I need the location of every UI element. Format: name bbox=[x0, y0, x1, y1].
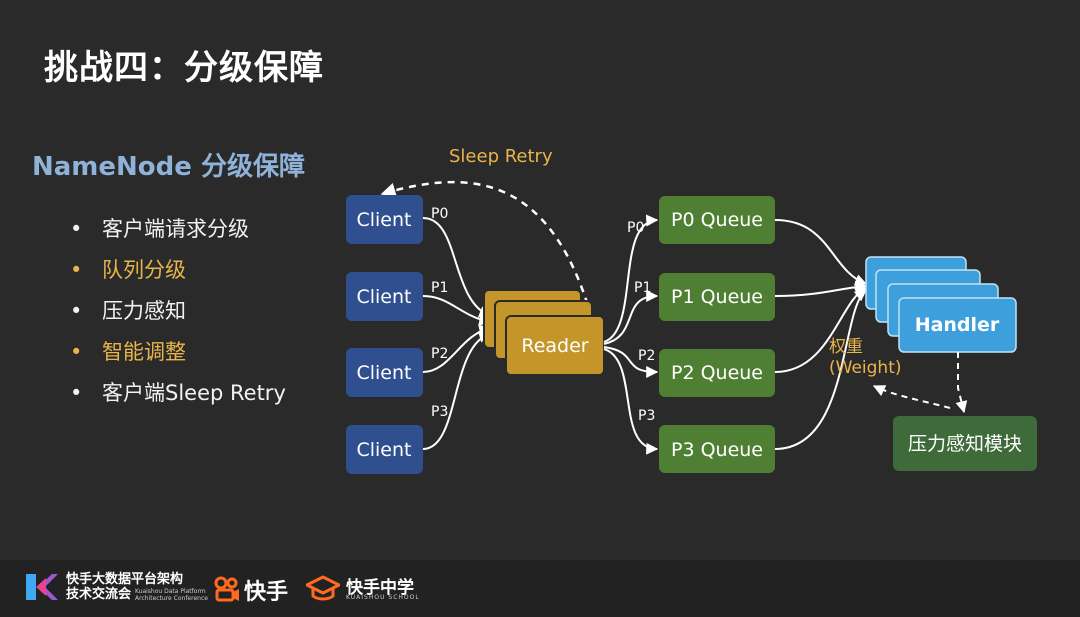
bullet-item: 客户端Sleep Retry bbox=[70, 378, 286, 419]
section-subtitle: NameNode 分级保障 bbox=[32, 152, 305, 182]
pressure-module-node: 压力感知模块 bbox=[893, 416, 1037, 471]
sleep-retry-arrow bbox=[380, 180, 600, 343]
reader-to-queue-arrow bbox=[603, 290, 659, 345]
reader-to-queue-arrow bbox=[603, 214, 659, 343]
queue-node: P1 Queue bbox=[659, 273, 775, 321]
bullet-item: 压力感知 bbox=[70, 296, 286, 337]
brand-line1: 快手大数据平台架构 bbox=[66, 572, 184, 587]
handler-label: Handler bbox=[915, 314, 1000, 336]
queue-node: P0 Queue bbox=[659, 196, 775, 244]
footer-brand-kuaishou: 快手 bbox=[244, 580, 289, 605]
client-node: Client bbox=[346, 195, 423, 244]
weight-label-en: (Weight) bbox=[829, 358, 902, 378]
client-label: Client bbox=[356, 439, 411, 461]
client-to-reader-arrow bbox=[422, 331, 492, 450]
queue-to-handler-arrow bbox=[774, 219, 868, 286]
queue-to-handler-arrow bbox=[774, 280, 868, 297]
client-priority-label: P1 bbox=[431, 280, 448, 296]
client-to-reader-arrow bbox=[422, 324, 492, 373]
queue-label: P0 Queue bbox=[671, 209, 763, 231]
brand-en-line1: Kuaishou Data Platform bbox=[135, 587, 206, 595]
kuaishou-data-platform-logo-icon bbox=[26, 574, 58, 600]
queue-label: P2 Queue bbox=[671, 362, 763, 384]
client-priority-label: P3 bbox=[431, 404, 448, 420]
bullet-list: 客户端请求分级 队列分级 压力感知 智能调整 客户端Sleep Retry bbox=[70, 214, 286, 419]
client-label: Client bbox=[356, 286, 411, 308]
weight-label: 权重 bbox=[829, 337, 863, 357]
handler-node: Handler bbox=[865, 256, 1017, 353]
page-title: 挑战四：分级保障 bbox=[44, 48, 324, 88]
queue-priority-label: P2 bbox=[638, 348, 655, 364]
priority-diagram: Sleep Retry Client Client Client Client … bbox=[346, 146, 1037, 474]
client-label: Client bbox=[356, 209, 411, 231]
sleep-retry-label: Sleep Retry bbox=[449, 146, 553, 167]
client-priority-label: P0 bbox=[431, 206, 448, 222]
queue-label: P1 Queue bbox=[671, 286, 763, 308]
bullet-item: 客户端请求分级 bbox=[70, 214, 286, 255]
pressure-to-weight-arrow bbox=[872, 385, 951, 409]
client-node: Client bbox=[346, 348, 423, 397]
client-label: Client bbox=[356, 362, 411, 384]
kuaishou-school-logo-icon bbox=[306, 575, 340, 601]
queue-label: P3 Queue bbox=[671, 439, 763, 461]
reader-node: Reader bbox=[483, 289, 605, 376]
queue-node: P3 Queue bbox=[659, 425, 775, 473]
client-to-reader-arrow bbox=[422, 217, 492, 318]
reader-to-queue-arrow bbox=[603, 346, 659, 378]
queue-priority-label: P1 bbox=[634, 280, 651, 296]
brand-en-line2: Architecture Conference bbox=[135, 594, 208, 602]
queue-node: P2 Queue bbox=[659, 349, 775, 397]
client-node: Client bbox=[346, 272, 423, 321]
queue-to-handler-arrow bbox=[774, 289, 867, 450]
slide: 挑战四：分级保障 NameNode 分级保障 客户端请求分级 队列分级 压力感知… bbox=[0, 0, 1080, 560]
bullet-item-highlight: 智能调整 bbox=[70, 337, 286, 378]
footer-brand-school: 快手中学 bbox=[346, 578, 414, 598]
footer-brand-data-platform: 快手大数据平台架构 技术交流会 Kuaishou Data Platform A… bbox=[66, 572, 208, 602]
bullet-item-highlight: 队列分级 bbox=[70, 255, 286, 296]
reader-label: Reader bbox=[521, 335, 588, 357]
client-to-reader-arrow bbox=[422, 295, 492, 326]
queue-priority-label: P0 bbox=[627, 220, 644, 236]
kuaishou-logo-icon bbox=[214, 576, 239, 602]
footer-brand-school-en: KUAISHOU SCHOOL bbox=[346, 594, 420, 601]
reader-to-queue-arrow bbox=[603, 348, 659, 455]
footer-bar bbox=[0, 560, 1080, 617]
client-priority-label: P2 bbox=[431, 346, 448, 362]
queue-priority-label: P3 bbox=[638, 408, 655, 424]
client-node: Client bbox=[346, 425, 423, 474]
pressure-module-label: 压力感知模块 bbox=[908, 433, 1022, 455]
handler-to-pressure-arrow bbox=[955, 352, 968, 414]
brand-line2: 技术交流会 bbox=[66, 587, 132, 602]
